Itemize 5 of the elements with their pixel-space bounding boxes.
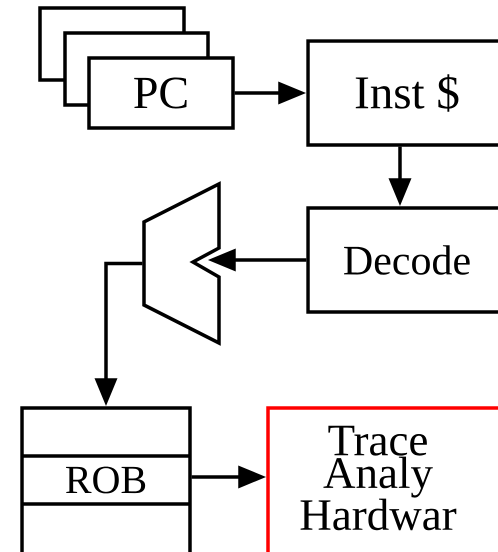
cache-box: Inst $ [306, 39, 498, 147]
hardware-box: Trace Analy Hardwar [266, 406, 498, 552]
register-box: PC [87, 56, 235, 130]
buffer-table: ROB [20, 406, 192, 552]
decoder-box: Decode [306, 206, 498, 314]
